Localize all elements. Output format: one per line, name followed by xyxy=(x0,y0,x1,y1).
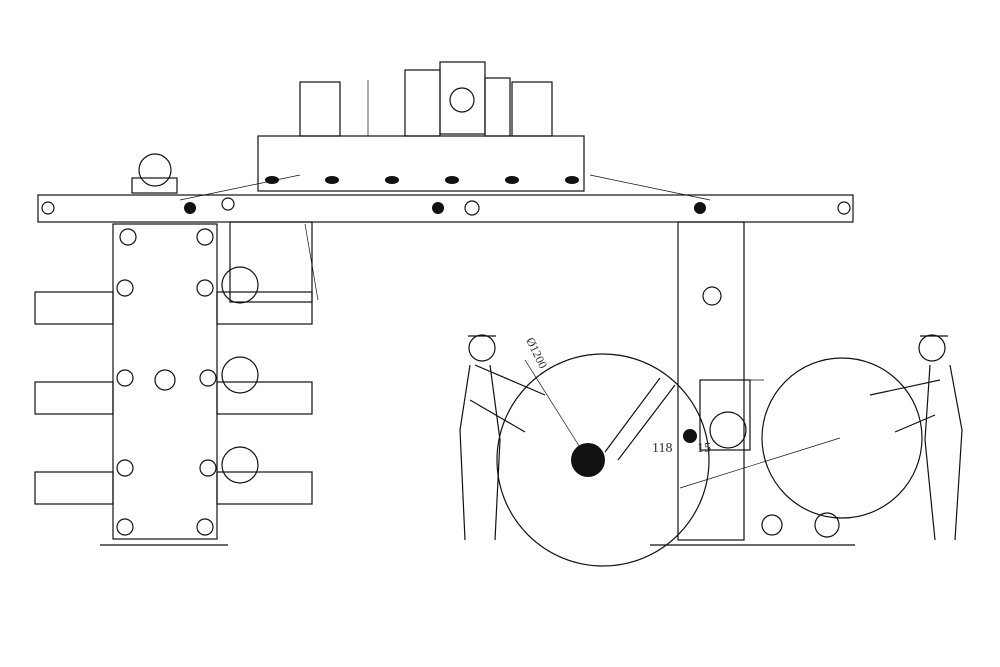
roll-diameter-label: Ø1200 xyxy=(523,335,550,371)
dimension-left: 118 xyxy=(652,441,672,456)
operator-figure-left xyxy=(459,334,546,541)
bridge-frame xyxy=(37,153,854,223)
dimension-right: 15 xyxy=(697,441,711,456)
print-decks xyxy=(34,291,313,505)
rewind-roll xyxy=(761,357,923,519)
operator-figure-right xyxy=(869,334,963,541)
printing-tower xyxy=(34,221,319,546)
unwind-roll xyxy=(496,353,710,567)
top-dryer-unit xyxy=(257,61,585,192)
rewind-unit xyxy=(496,221,923,567)
